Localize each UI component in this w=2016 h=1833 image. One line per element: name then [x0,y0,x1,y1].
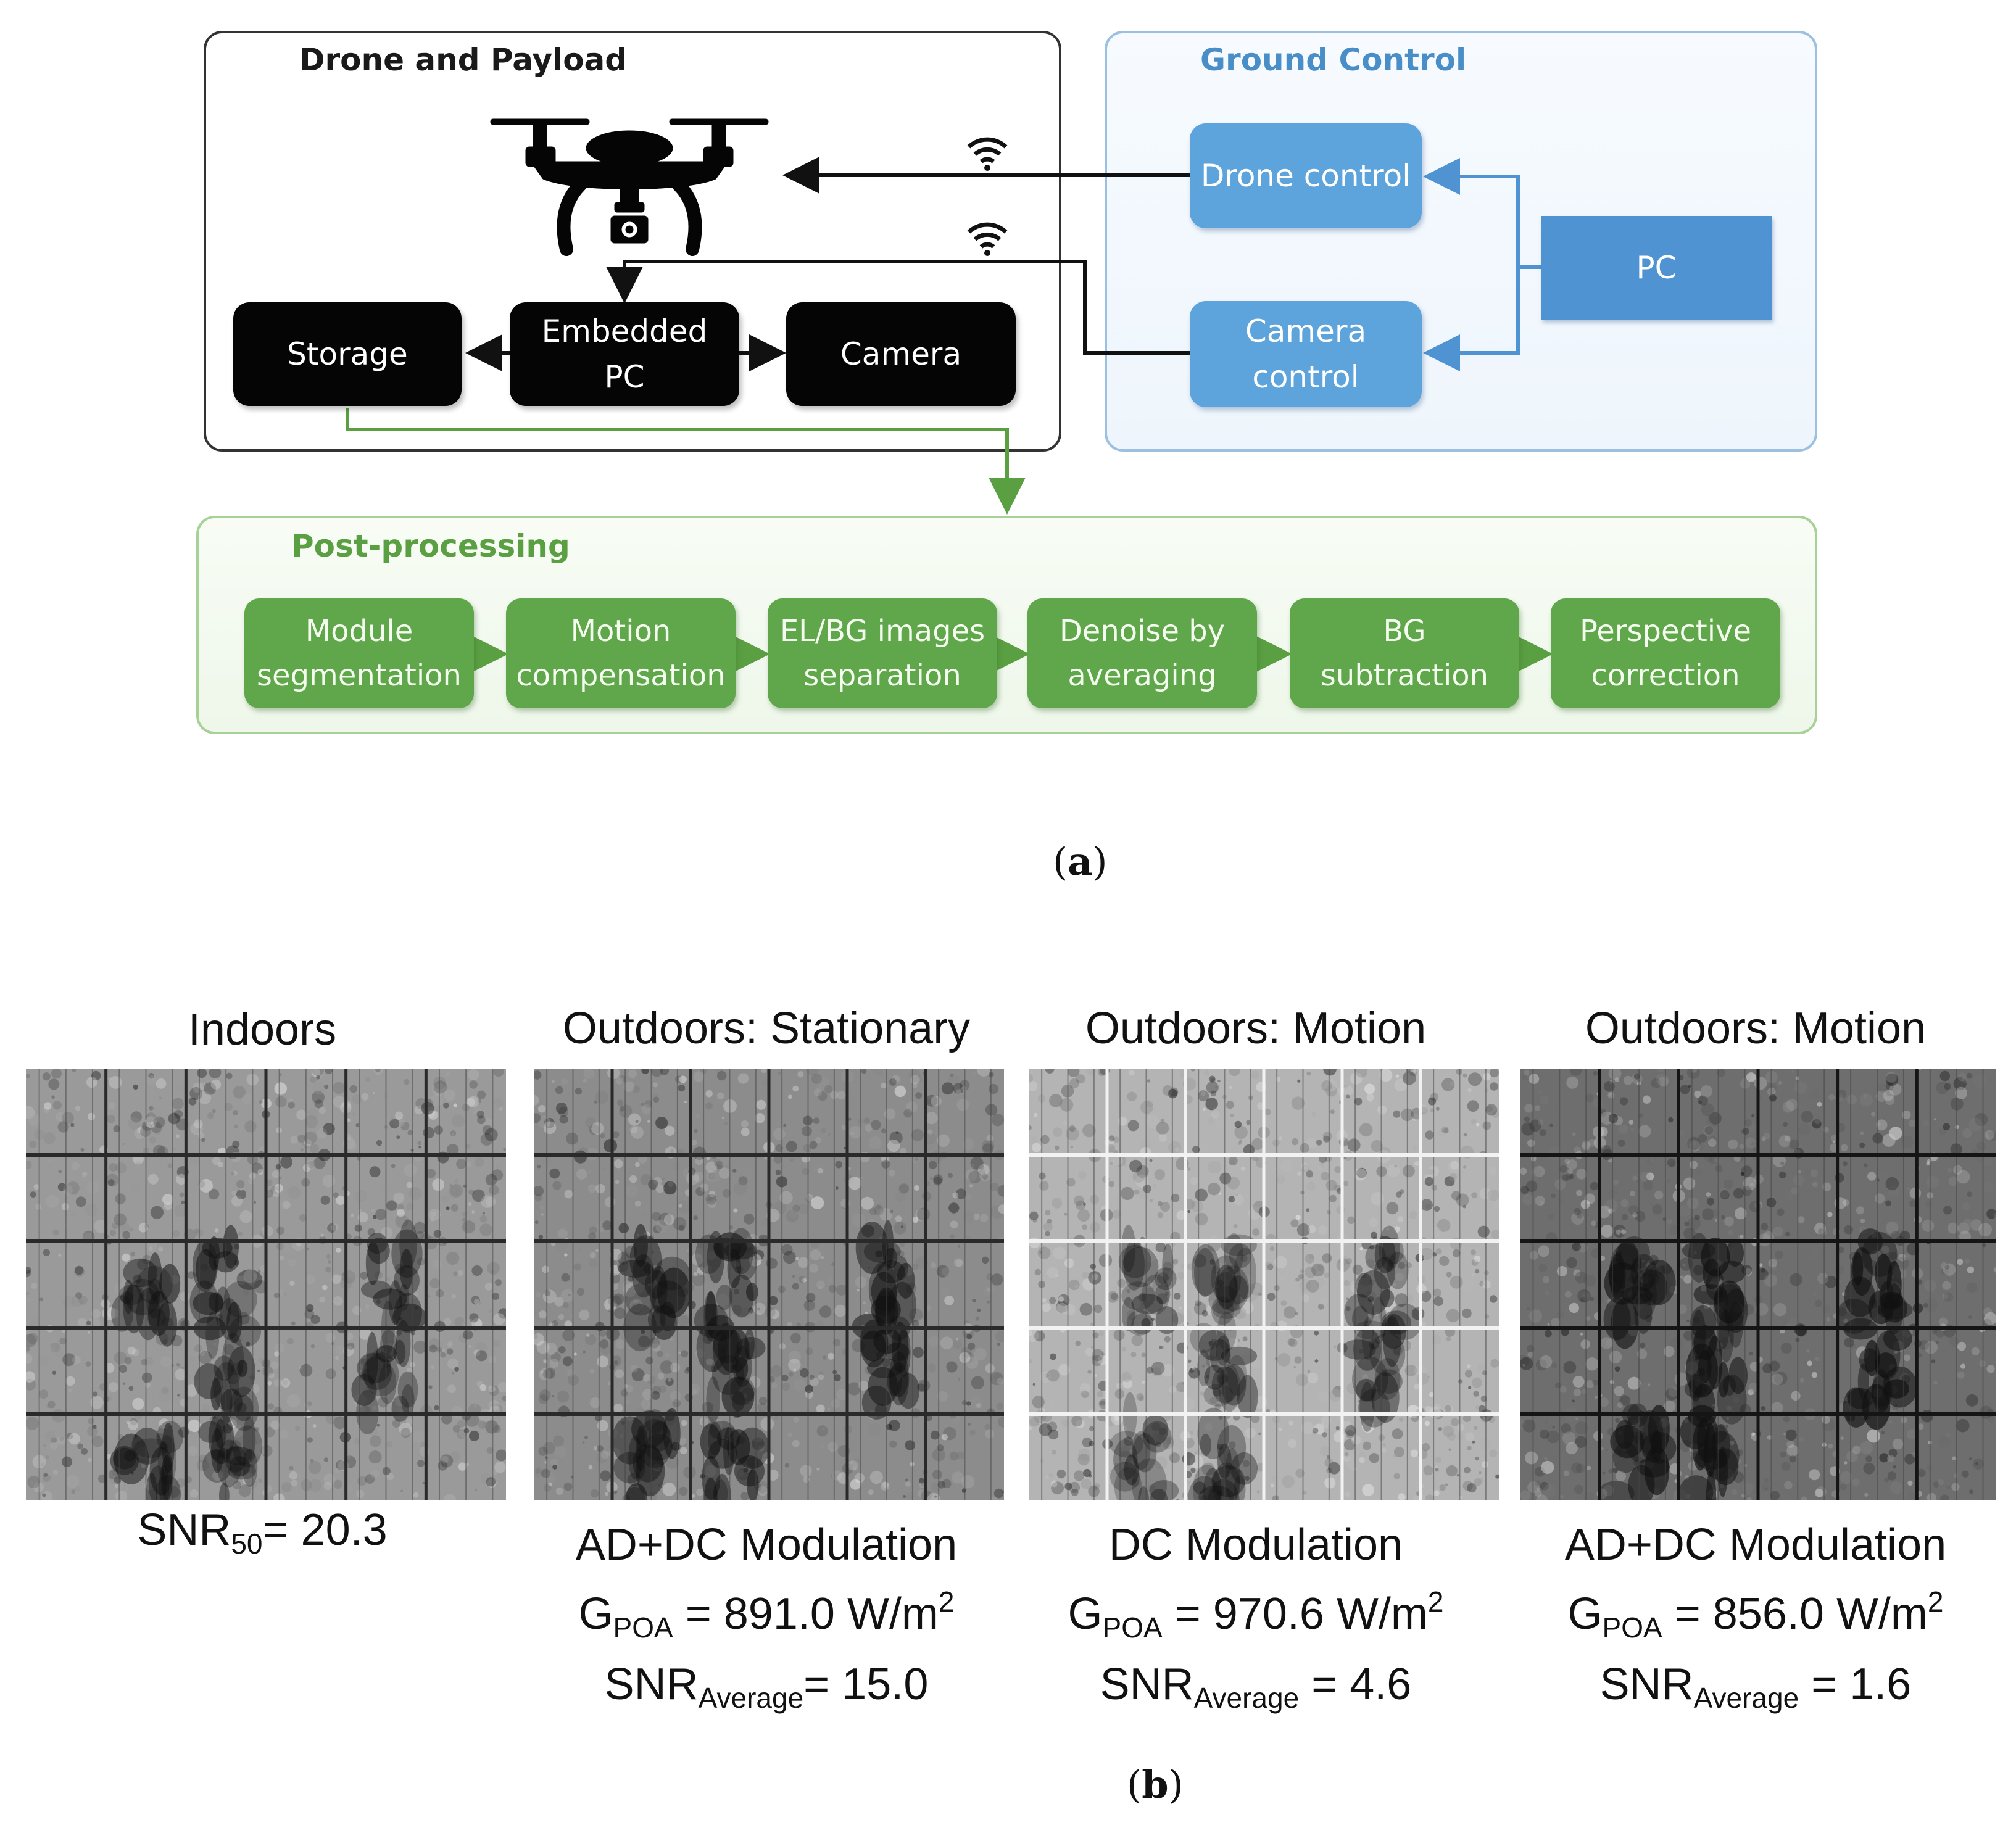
snr-line: SNRAverage = 1.6 [1518,1656,1993,1726]
col-title-motion-dc: Outdoors: Motion [1085,1004,1427,1053]
wifi-icon [967,222,1008,256]
storage-to-postprocessing-arrow [346,408,1026,515]
camera-block: Camera [786,302,1016,406]
step-el-bg-separation: EL/BG images separation [768,598,997,708]
step-perspective-correction: Perspective correction [1551,598,1780,708]
step-module-segmentation: Module segmentation [244,598,474,708]
modulation-label: DC Modulation [1108,1520,1403,1570]
col-title-indoors: Indoors [188,1005,337,1054]
g-subscript: POA [1102,1612,1163,1644]
step-denoise-averaging: Denoise by averaging [1027,598,1257,708]
g-superscript: 2 [1427,1586,1444,1618]
g-symbol: G [1068,1589,1103,1639]
snr-line: SNRAverage = 4.6 [1024,1656,1487,1726]
g-value: = 970.6 W/m [1162,1589,1428,1639]
snr-value: = 4.6 [1299,1660,1412,1709]
el-image-motion-addc [1520,1069,1996,1500]
snr-symbol: SNR [604,1660,699,1709]
caption-motion-addc: AD+DC Modulation GPOA = 856.0 W/m2 SNRAv… [1518,1516,1993,1726]
el-image-motion-dc [1029,1069,1499,1500]
snr-subscript: Average [1693,1682,1799,1714]
panel-a-label: (a) [1053,839,1108,884]
modulation-label: AD+DC Modulation [575,1520,958,1570]
g-symbol: G [1567,1589,1603,1639]
pc-to-drone-control-arrow [1423,158,1520,267]
g-superscript: 2 [1927,1586,1944,1618]
g-value: = 856.0 W/m [1662,1589,1928,1639]
drone-icon [490,118,769,256]
g-value: = 891.0 W/m [673,1589,939,1639]
camera-control-block: Camera control [1190,301,1422,407]
connector-layer [346,118,1553,672]
g-superscript: 2 [938,1586,955,1618]
storage-block: Storage [233,302,462,406]
caption-motion-dc: DC Modulation GPOA = 970.6 W/m2 SNRAvera… [1024,1516,1487,1726]
caption-indoors: SNR50= 20.3 [25,1502,500,1572]
snr-value: = 1.6 [1799,1660,1912,1709]
snr-symbol: SNR [1100,1660,1194,1709]
snr-symbol: SNR [1599,1660,1694,1709]
col-title-motion-addc: Outdoors: Motion [1585,1004,1927,1053]
el-image-stationary [534,1069,1004,1500]
snr-subscript: Average [1193,1682,1300,1714]
g-subscript: POA [1602,1612,1662,1644]
wifi-icon [967,137,1008,171]
snr-value: = 20.3 [262,1505,388,1555]
snr-subscript: Average [698,1682,804,1714]
snr-subscript: 50 [231,1528,263,1560]
col-title-stationary: Outdoors: Stationary [562,1004,971,1053]
snr-symbol: SNR [137,1505,231,1555]
drone-group-title: Drone and Payload [299,42,628,78]
camera-control-arrow [606,260,1190,355]
irradiance-line: GPOA = 856.0 W/m2 [1518,1573,1993,1656]
g-symbol: G [578,1589,613,1639]
step-bg-subtraction: BG subtraction [1290,598,1519,708]
modulation-label: AD+DC Modulation [1564,1520,1947,1570]
g-subscript: POA [613,1612,673,1644]
irradiance-line: GPOA = 891.0 W/m2 [532,1573,1001,1656]
el-image-indoors [26,1069,506,1500]
ground-group-title: Ground Control [1200,42,1467,78]
pc-to-camera-control-arrow [1423,267,1520,371]
irradiance-line: GPOA = 970.6 W/m2 [1024,1573,1487,1656]
snr-value: = 15.0 [803,1660,929,1709]
step-motion-compensation: Motion compensation [506,598,736,708]
snr-line: SNRAverage= 15.0 [532,1656,1001,1726]
embedded-pc-block: Embedded PC [510,302,739,406]
panel-b-label: (b) [1127,1762,1184,1807]
caption-stationary: AD+DC Modulation GPOA = 891.0 W/m2 SNRAv… [532,1516,1001,1726]
post-group-title: Post-processing [291,528,570,564]
drone-control-block: Drone control [1190,123,1422,228]
pc-block: PC [1541,216,1772,320]
